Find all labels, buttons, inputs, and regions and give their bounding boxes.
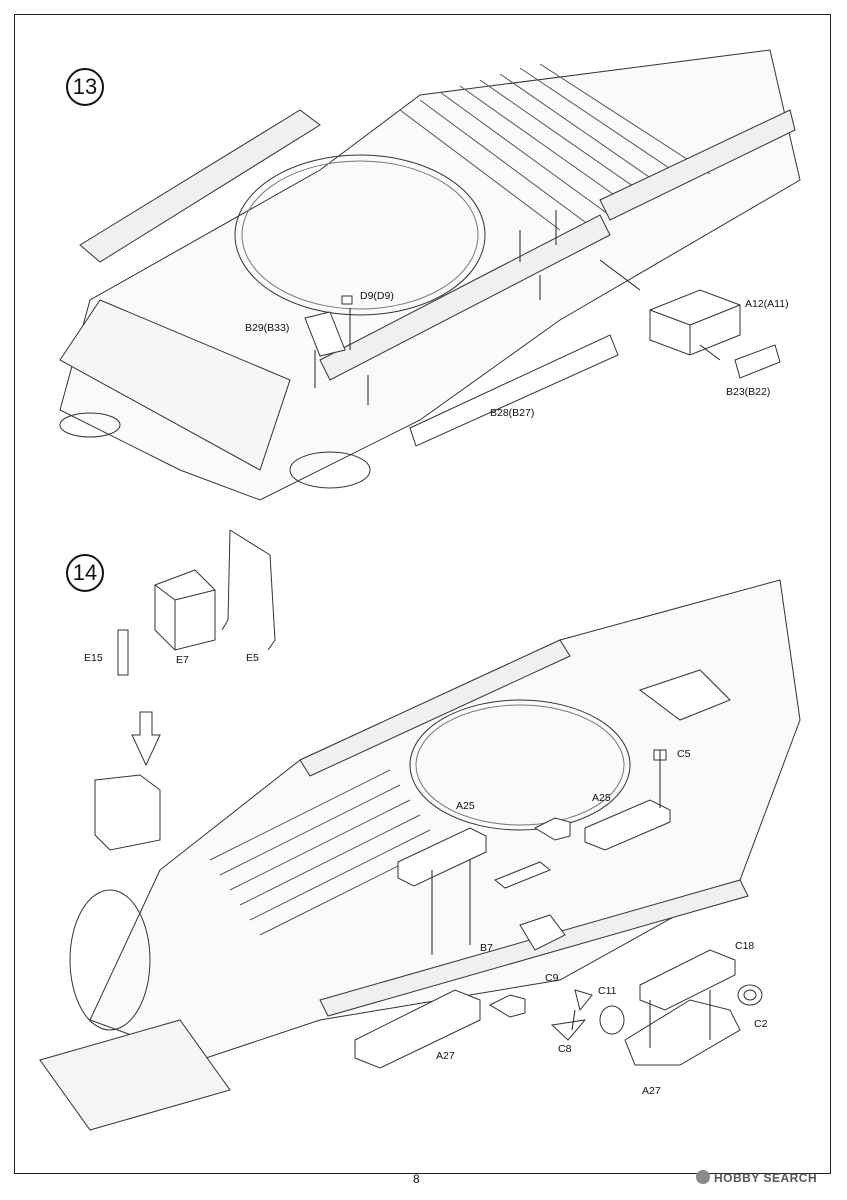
part-label-c11: C11 bbox=[598, 985, 617, 997]
part-label-c8: C8 bbox=[558, 1043, 572, 1055]
step-number-14: 14 bbox=[66, 554, 104, 592]
step-number-13: 13 bbox=[66, 68, 104, 106]
watermark-logo-icon bbox=[696, 1170, 710, 1184]
watermark: HOBBY SEARCH bbox=[696, 1170, 817, 1185]
part-label-c2: C2 bbox=[754, 1018, 768, 1030]
part-label-a27-right: A27 bbox=[642, 1085, 661, 1097]
step14-subassemblies bbox=[354, 749, 763, 1069]
part-label-e5: E5 bbox=[246, 652, 259, 664]
part-label-c18: C18 bbox=[735, 940, 755, 952]
part-label-a25-right: A25 bbox=[592, 792, 611, 804]
watermark-text: HOBBY SEARCH bbox=[714, 1171, 818, 1185]
part-label-e15: E15 bbox=[84, 652, 103, 664]
step14-parts-exploded bbox=[94, 529, 276, 851]
step13-hull-drawing bbox=[59, 49, 801, 501]
part-label-e7: E7 bbox=[176, 654, 189, 666]
part-label-b7: B7 bbox=[480, 942, 493, 954]
part-label-b23: B23(B22) bbox=[726, 386, 771, 398]
page-border bbox=[14, 14, 831, 1174]
part-label-d9: D9(D9) bbox=[360, 290, 394, 302]
part-label-c5: C5 bbox=[677, 748, 691, 760]
part-label-a12: A12(A11) bbox=[745, 298, 789, 310]
part-label-a27-left: A27 bbox=[436, 1050, 455, 1062]
part-label-b29: B29(B33) bbox=[245, 322, 290, 334]
part-label-a25-left: A25 bbox=[456, 800, 475, 812]
part-label-c9: C9 bbox=[545, 972, 559, 984]
part-label-b28: B28(B27) bbox=[490, 407, 535, 419]
page-number: 8 bbox=[413, 1172, 420, 1186]
